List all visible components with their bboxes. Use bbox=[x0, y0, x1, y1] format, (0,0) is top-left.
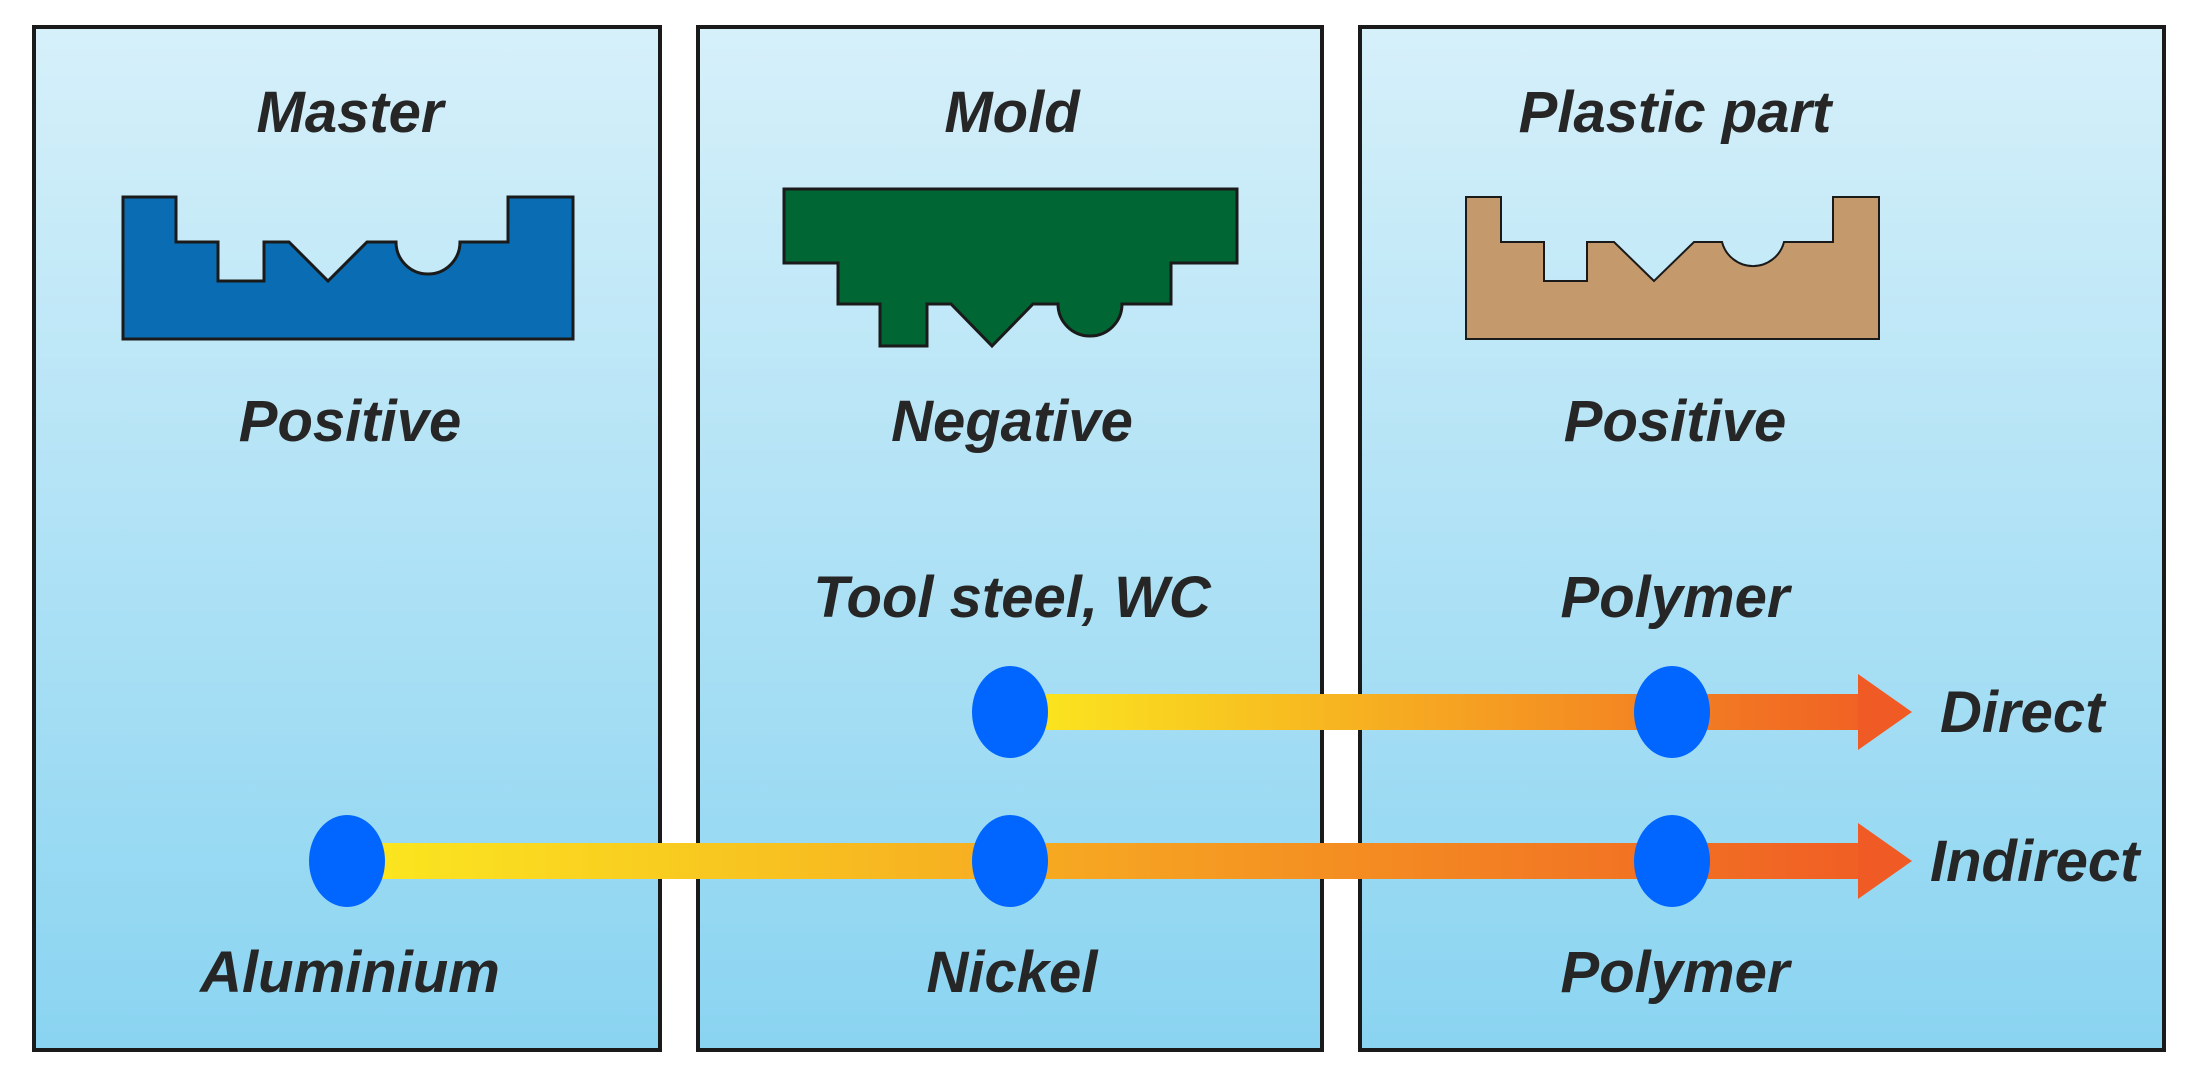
master-polarity: Positive bbox=[239, 389, 461, 454]
part-title: Plastic part bbox=[1519, 80, 1834, 145]
mold-profile-shape bbox=[782, 187, 1239, 349]
master-title: Master bbox=[257, 80, 447, 145]
mold-polarity: Negative bbox=[891, 389, 1133, 454]
master-profile-shape bbox=[121, 195, 575, 341]
indirect-arrow-head bbox=[1858, 823, 1912, 899]
part-profile-shape bbox=[1465, 196, 1880, 340]
indirect-node-master bbox=[309, 815, 385, 907]
direct-node-part bbox=[1634, 666, 1710, 758]
indirect-node-part bbox=[1634, 815, 1710, 907]
direct-part-material: Polymer bbox=[1561, 565, 1793, 630]
mold-title: Mold bbox=[944, 80, 1081, 145]
direct-label: Direct bbox=[1940, 680, 2107, 745]
indirect-arrow-shaft bbox=[347, 843, 1862, 879]
indirect-part-material: Polymer bbox=[1561, 940, 1793, 1005]
direct-arrow-shaft bbox=[1010, 694, 1862, 730]
direct-arrow-head bbox=[1858, 674, 1912, 750]
indirect-master-material: Aluminium bbox=[198, 940, 500, 1005]
direct-mold-material: Tool steel, WC bbox=[813, 565, 1212, 630]
part-polarity: Positive bbox=[1564, 389, 1786, 454]
indirect-label: Indirect bbox=[1930, 829, 2142, 894]
indirect-mold-material: Nickel bbox=[927, 940, 1100, 1005]
direct-node-mold bbox=[972, 666, 1048, 758]
panel-part bbox=[1358, 25, 2166, 1052]
indirect-node-mold bbox=[972, 815, 1048, 907]
